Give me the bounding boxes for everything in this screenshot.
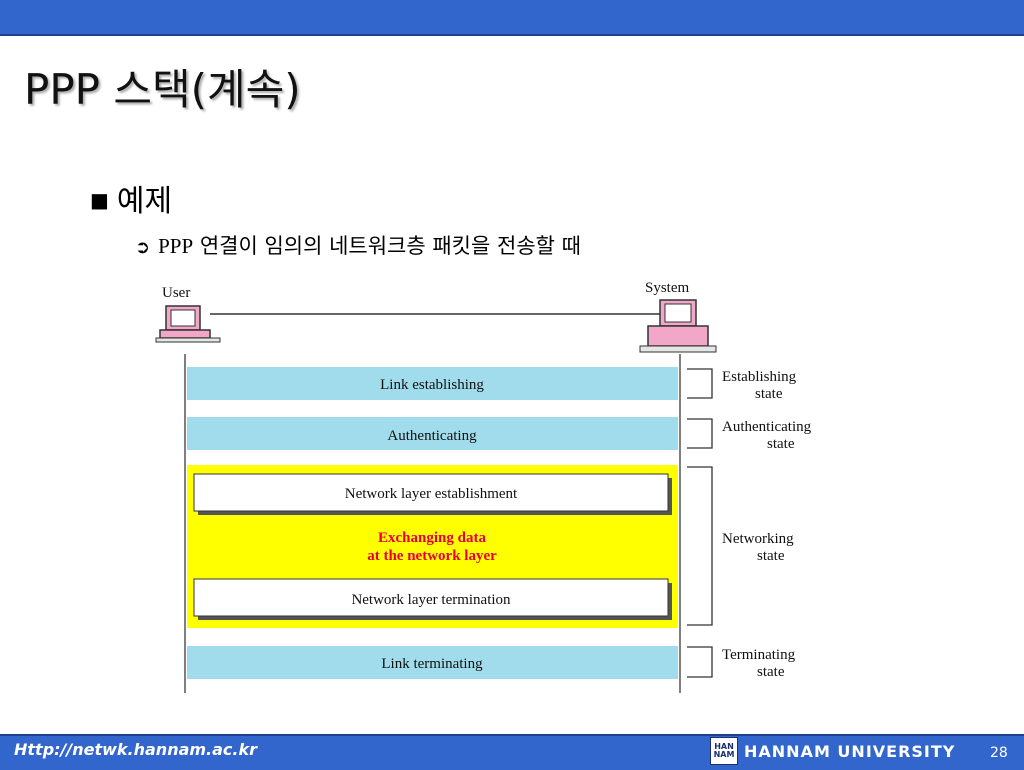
- authenticating-state-line1: Authenticating: [722, 419, 812, 435]
- bullet-level1-text: 예제: [116, 184, 173, 219]
- exchanging-data-line1: Exchanging data: [378, 530, 486, 546]
- authenticating-state-line2: state: [767, 436, 795, 452]
- authenticating-band: [187, 417, 678, 450]
- ppp-state-diagram: User System Link establishing Authentica…: [155, 280, 812, 693]
- terminating-bracket: [687, 646, 713, 678]
- bullet-level1: ■ 예제: [90, 176, 172, 220]
- footer-bar: [0, 734, 1024, 770]
- networking-state-line2: state: [757, 548, 785, 564]
- bullet-level2-text: 연결이 임의의 네트워크층 패킷을 전송할 때: [193, 234, 581, 258]
- link-terminating-label: Link terminating: [381, 656, 483, 672]
- university-brand: HAN NAM HANNAM UNIVERSITY: [710, 737, 956, 765]
- authenticating-label: Authenticating: [387, 428, 477, 444]
- terminating-state-line2: state: [757, 664, 785, 680]
- arrow-bullet-icon: ➲: [135, 237, 151, 258]
- system-computer-icon: [639, 299, 717, 353]
- link-terminating-band: [187, 646, 678, 679]
- square-bullet-icon: ■: [90, 188, 109, 212]
- establishing-bracket: [687, 368, 713, 399]
- establishing-state-line1: Establishing: [722, 369, 797, 385]
- footer-url-link[interactable]: Http://netwk.hannam.ac.kr: [14, 740, 258, 759]
- network-layer-establishment-box: [193, 473, 669, 512]
- terminating-state-line1: Terminating: [722, 647, 796, 663]
- slide-title: PPP 스택(계속): [24, 65, 301, 114]
- top-bar: [0, 0, 1024, 36]
- establishing-state-line2: state: [755, 386, 783, 402]
- network-layer-termination-label: Network layer termination: [351, 592, 511, 608]
- link-establishing-label: Link establishing: [380, 377, 484, 393]
- system-label: System: [645, 280, 690, 296]
- bullet-level2: ➲ PPP 연결이 임의의 네트워크층 패킷을 전송할 때: [135, 230, 581, 260]
- bullet-level2-prefix: PPP: [158, 234, 194, 258]
- link-establishing-band: [187, 367, 678, 400]
- user-label: User: [162, 285, 190, 301]
- university-name: HANNAM UNIVERSITY: [744, 741, 956, 761]
- exchanging-data-line2: at the network layer: [367, 548, 497, 564]
- network-layer-establishment-label: Network layer establishment: [345, 486, 518, 502]
- networking-state-line1: Networking: [722, 531, 794, 547]
- authenticating-bracket: [687, 418, 713, 449]
- network-layer-termination-box: [193, 578, 669, 617]
- user-computer-icon: [155, 305, 221, 343]
- university-logo-icon: HAN NAM: [710, 737, 738, 765]
- networking-bracket: [687, 466, 713, 626]
- page-number: 28: [990, 745, 1008, 761]
